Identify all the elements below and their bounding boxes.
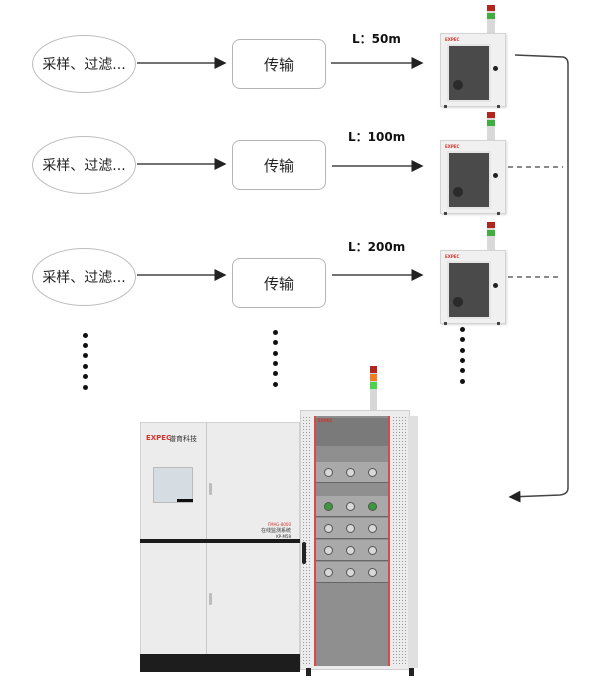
model-label: FMAG-8000 <box>267 522 291 527</box>
rack-module <box>316 496 388 517</box>
brand-logo: EXPEC <box>445 37 460 42</box>
cabinet-window <box>447 261 491 319</box>
rack-module <box>316 462 388 483</box>
cabinet-body: EXPEC <box>440 140 506 214</box>
lamp-green <box>487 120 495 126</box>
lamp-red <box>487 5 495 11</box>
sampling-label: 采样、过滤... <box>42 57 126 73</box>
brand-logo: EXPEC <box>146 434 172 442</box>
cabinet-base <box>140 654 300 672</box>
transmit-node-2: 传输 <box>232 140 326 190</box>
sampling-node-1: 采样、过滤... <box>32 35 136 93</box>
rack-casters <box>306 668 414 676</box>
transmit-label: 传输 <box>263 156 294 175</box>
lamp-red <box>370 366 377 373</box>
rack-cabinet: EXPEC <box>300 366 420 680</box>
system-name-label: 在线监测系统 <box>260 528 291 534</box>
lamp-red <box>487 112 495 118</box>
station-cabinet-1: EXPEC <box>440 5 506 109</box>
fan-icon <box>453 297 463 307</box>
lock-knob <box>493 283 498 288</box>
brand-logo: EXPEC <box>318 418 333 423</box>
station-cabinet-3: EXPEC <box>440 222 506 326</box>
lamp-green <box>487 230 495 236</box>
lock-knob <box>493 173 498 178</box>
cabinet-feet <box>444 322 500 325</box>
rack-module <box>316 562 388 583</box>
lamp-orange <box>370 374 377 381</box>
transmit-node-3: 传输 <box>232 258 326 308</box>
sampling-node-2: 采样、过滤... <box>32 136 136 194</box>
rack-module <box>316 518 388 539</box>
model-code-label: KP-M58 <box>276 534 291 539</box>
touch-screen <box>153 467 193 503</box>
door-handle <box>209 483 212 495</box>
lamp-red <box>487 222 495 228</box>
sampling-label: 采样、过滤... <box>42 158 126 174</box>
transmit-label: 传输 <box>263 274 294 293</box>
cabinet-window <box>447 44 491 102</box>
fan-icon <box>453 80 463 90</box>
transmit-node-1: 传输 <box>232 39 326 89</box>
cabinet-window <box>447 151 491 209</box>
brand-name: 谱育科技 <box>169 435 197 443</box>
sampling-node-3: 采样、过滤... <box>32 248 136 306</box>
brand-logo: EXPEC <box>445 144 460 149</box>
distance-label-1: L：50m <box>352 32 401 46</box>
station-cabinet-2: EXPEC <box>440 112 506 216</box>
lamp-green <box>487 13 495 19</box>
cabinet-feet <box>444 212 500 215</box>
cabinet-feet <box>444 105 500 108</box>
door-handle <box>209 593 212 605</box>
signal-tower <box>487 222 495 252</box>
collector-line <box>508 54 569 503</box>
cabinet-body: EXPEC <box>440 33 506 107</box>
main-monitoring-cabinet: EXPEC 谱育科技 FMAG-8000 在线监测系统 KP-M58 <box>140 422 300 672</box>
distance-label-3: L：200m <box>348 240 406 254</box>
lock-knob <box>493 66 498 71</box>
transmit-label: 传输 <box>263 55 294 74</box>
sampling-label: 采样、过滤... <box>42 270 126 286</box>
lamp-green <box>370 382 377 389</box>
fan-icon <box>453 187 463 197</box>
brand-logo: EXPEC <box>445 254 460 259</box>
distance-label-2: L：100m <box>348 130 406 144</box>
signal-tower <box>487 112 495 142</box>
signal-tower <box>370 366 377 416</box>
signal-tower <box>487 5 495 35</box>
cabinet-body: EXPEC <box>440 250 506 324</box>
rack-module <box>316 540 388 561</box>
rack-handle <box>302 542 306 564</box>
